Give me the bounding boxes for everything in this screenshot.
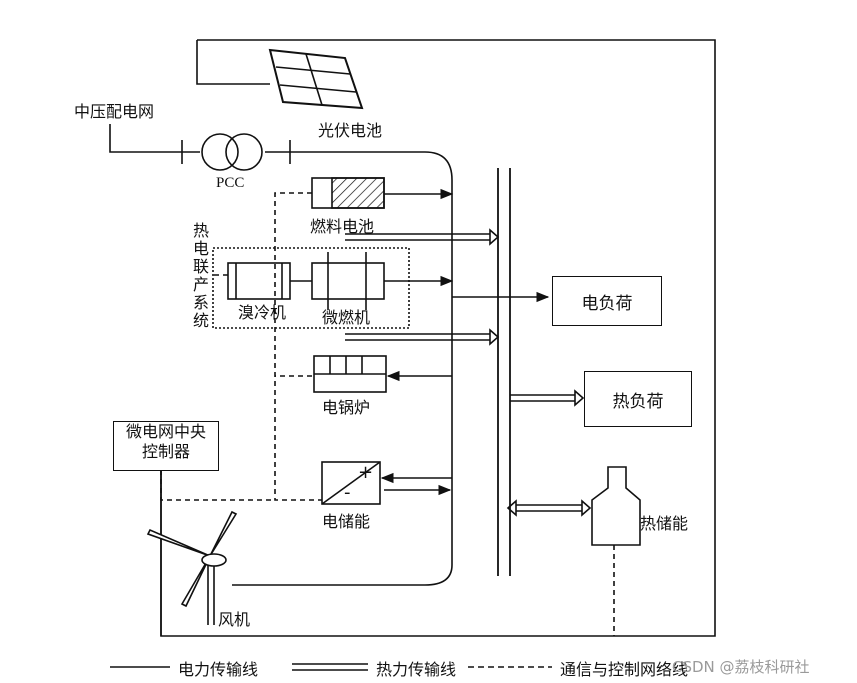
battery-label: 电储能 [322,512,371,531]
pv-label: 光伏电池 [318,121,383,140]
battery-plus-sign: + [358,462,373,483]
micro-turbine-box [311,262,385,300]
legend-power-line: 电力传输线 [178,660,259,679]
heat-load-label: 热负荷 [612,391,664,412]
outer-frame [160,39,716,637]
pv-link [196,40,270,85]
chp-box [212,247,410,329]
wind-turbine [146,510,238,625]
microgrid-controller: 微电网中央 控制器 [113,421,219,471]
pcc-label: PCC [216,175,245,191]
transformer-coil-1 [201,133,239,171]
fuel-cell-label: 燃料电池 [310,217,375,236]
controller-label-2: 控制器 [141,442,190,461]
chiller-label: 溴冷机 [238,303,287,322]
heat-load-box: 热负荷 [584,371,692,427]
pcc-line [232,151,453,586]
comm-lines [160,192,322,501]
electric-boiler-label: 电锅炉 [322,398,371,417]
chiller-box [227,262,291,300]
pv-panel [268,48,364,110]
elec-load-label: 电负荷 [581,293,633,314]
chp-system-label: 热电联产系统 [192,221,209,330]
heat-storage-label: 热储能 [640,514,689,533]
battery-minus-sign: - [344,482,351,503]
wind-label: 风机 [218,610,251,629]
legend-heat-line: 热力传输线 [376,660,457,679]
heat-storage-tank [591,466,641,546]
watermark: CSDN @荔枝科研社 [672,658,810,676]
battery-box [321,461,381,505]
transformer-coil-2 [225,133,263,171]
grid-label: 中压配电网 [74,102,155,121]
elec-load-box: 电负荷 [552,276,662,326]
controller-label-1: 微电网中央 [125,422,206,441]
grid-line [109,124,200,153]
micro-turbine-label: 微燃机 [322,308,371,327]
legend-comm-line: 通信与控制网络线 [560,660,689,679]
